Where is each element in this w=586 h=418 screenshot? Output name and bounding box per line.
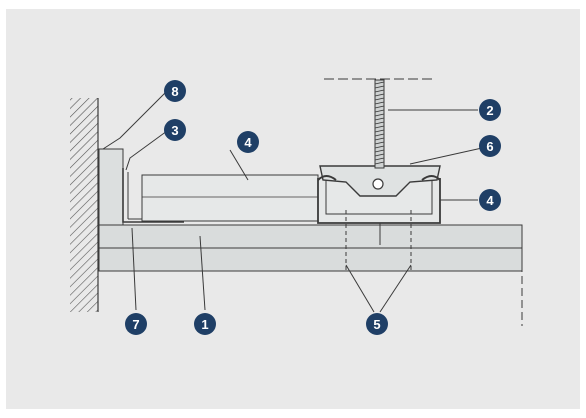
- rod-thread-line: [374, 157, 385, 161]
- rod-thread-line: [374, 97, 385, 101]
- rod-thread-line: [374, 93, 385, 97]
- callout-badge-5: 5: [366, 313, 388, 335]
- callout-label-3: 3: [171, 123, 178, 138]
- rod-thread-line: [374, 161, 385, 165]
- rod-thread-line: [374, 85, 385, 89]
- rod-threads: [374, 81, 385, 165]
- ceiling-board: [98, 224, 523, 272]
- wall: [70, 98, 99, 312]
- rod-thread-line: [374, 129, 385, 133]
- callout-label-1: 1: [201, 317, 208, 332]
- rod-thread-line: [374, 81, 385, 85]
- hanger-clip: [317, 165, 441, 197]
- screws: [345, 210, 412, 270]
- callout-label-6: 6: [486, 139, 493, 154]
- rod-thread-line: [374, 149, 385, 153]
- callout-badge-3: 3: [164, 119, 186, 141]
- rod-thread-line: [374, 141, 385, 145]
- ceiling-profile-long: [141, 174, 319, 222]
- rod-thread-line: [374, 89, 385, 93]
- leader-lines: [102, 92, 483, 313]
- callout-badge-8: 8: [164, 80, 186, 102]
- rod-thread-line: [374, 125, 385, 129]
- callout-label-4-left: 4: [244, 135, 252, 150]
- sealing-strip: [98, 148, 124, 226]
- rod-thread-line: [374, 113, 385, 117]
- callout-badge-2: 2: [479, 99, 501, 121]
- rod-thread-line: [374, 105, 385, 109]
- rod-thread-line: [374, 145, 385, 149]
- rod-thread-line: [374, 101, 385, 105]
- callout-label-7: 7: [132, 317, 139, 332]
- callout-badge-6: 6: [479, 135, 501, 157]
- callout-label-8: 8: [171, 84, 178, 99]
- callout-badge-4-right: 4: [479, 189, 501, 211]
- callout-label-4-right: 4: [486, 193, 494, 208]
- rod-thread-line: [374, 153, 385, 157]
- callout-label-2: 2: [486, 103, 493, 118]
- rod-thread-line: [374, 121, 385, 125]
- rod-thread-line: [374, 117, 385, 121]
- rod-thread-line: [374, 109, 385, 113]
- rod-thread-line: [374, 133, 385, 137]
- callout-label-5: 5: [373, 317, 380, 332]
- callout-badge-4-left: 4: [237, 131, 259, 153]
- callout-badge-1: 1: [194, 313, 216, 335]
- callout-badge-7: 7: [125, 313, 147, 335]
- rod-thread-line: [374, 137, 385, 141]
